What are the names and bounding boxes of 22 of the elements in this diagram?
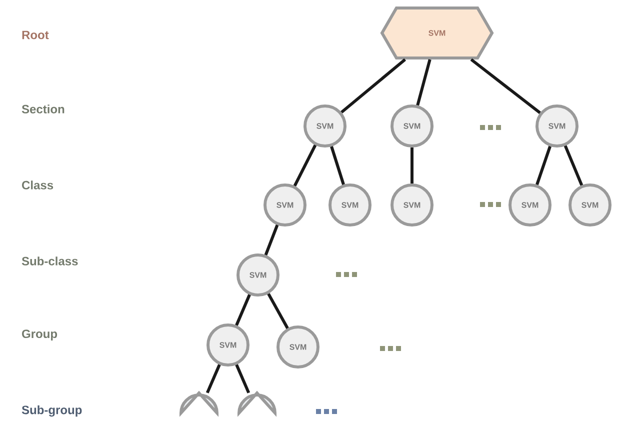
tree-line	[564, 145, 584, 186]
tree-line	[470, 58, 541, 114]
leaf-drop-shape	[180, 392, 218, 414]
tree-line	[416, 59, 432, 106]
level-label: Group	[22, 330, 58, 340]
tree-line	[410, 148, 414, 184]
tree-line	[330, 146, 345, 185]
tree-line	[340, 58, 406, 114]
tree-line	[293, 144, 317, 186]
root-hexagon: SVM	[380, 6, 494, 60]
level-label: Sub-class	[22, 256, 78, 266]
tree-line	[206, 364, 221, 394]
level-label: Class	[22, 180, 54, 190]
tree-line	[235, 364, 250, 394]
leaf-drop-shape	[238, 392, 276, 414]
tree-line	[536, 146, 552, 186]
tree-line	[264, 224, 279, 256]
level-label: Sub-group	[22, 405, 82, 417]
level-label: Section	[22, 104, 64, 114]
tree-line	[235, 294, 251, 326]
tree-line	[267, 293, 289, 329]
level-label: Root	[22, 30, 49, 40]
